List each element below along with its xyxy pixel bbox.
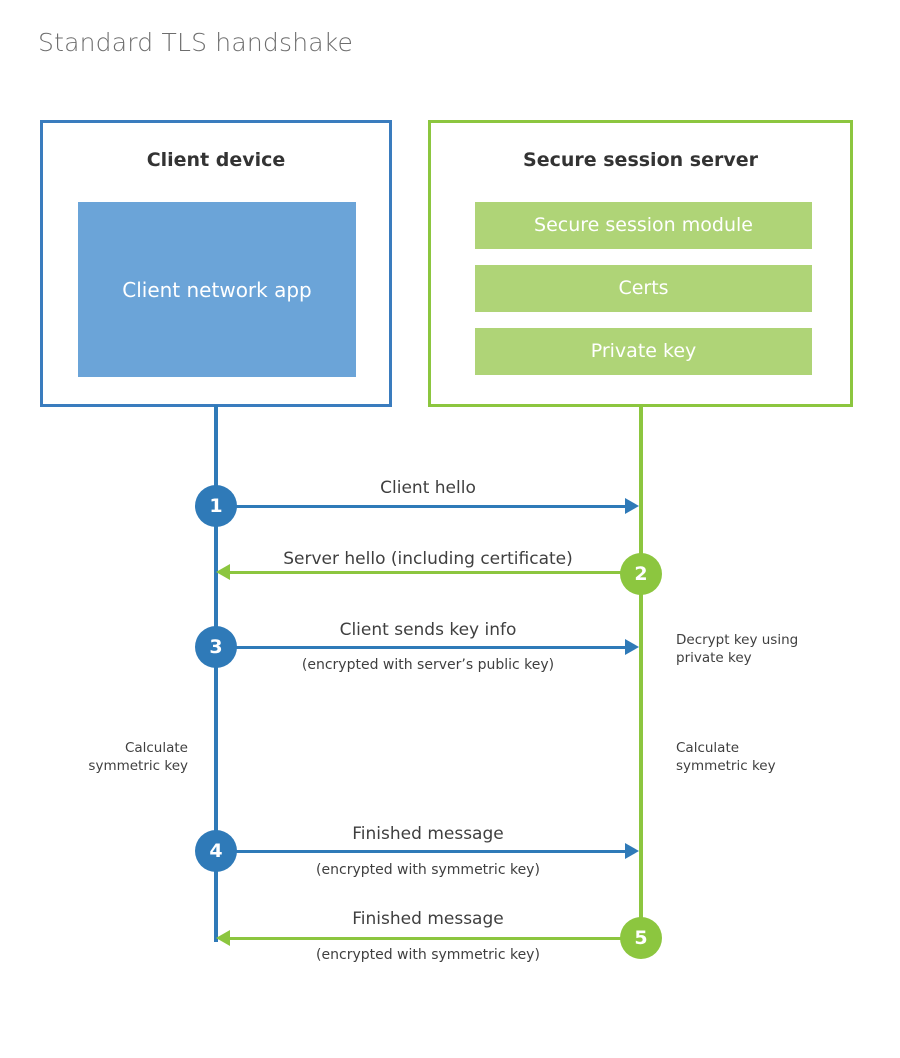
step-5-label: Finished message (352, 909, 504, 929)
step-5-circle[interactable]: 5 (620, 917, 662, 959)
step-1-label: Client hello (380, 478, 476, 498)
server-lifeline (639, 405, 643, 940)
client-calculate-symmetric-key-note: Calculate symmetric key (28, 740, 188, 776)
step-1-arrow-line (216, 505, 625, 508)
step-2-arrow-line (230, 571, 639, 574)
page-title: Standard TLS handshake (38, 28, 354, 57)
step-2-circle[interactable]: 2 (620, 553, 662, 595)
private-key-block: Private key (475, 328, 812, 375)
step-4-label: Finished message (352, 824, 504, 844)
client-lifeline (214, 405, 218, 942)
secure-session-server-title: Secure session server (523, 149, 758, 171)
decrypt-key-note-line-1: Decrypt key using (676, 632, 799, 648)
step-2-arrow-head (216, 564, 230, 580)
step-5-sublabel: (encrypted with symmetric key) (316, 947, 540, 963)
step-1-arrow-head (625, 498, 639, 514)
step-1-circle[interactable]: 1 (195, 485, 237, 527)
step-2-label: Server hello (including certificate) (283, 549, 573, 569)
client-device-box: Client device Client network app (40, 120, 392, 407)
step-4-arrow-line (216, 850, 625, 853)
decrypt-key-note-line-2: private key (676, 649, 752, 666)
step-5-arrow-head (216, 930, 230, 946)
client-calculate-symmetric-key-line-1: Calculate (124, 740, 188, 756)
step-3-arrow-line (216, 646, 625, 649)
step-3-circle[interactable]: 3 (195, 626, 237, 668)
step-3-sublabel: (encrypted with server’s public key) (301, 657, 555, 673)
secure-session-module-block: Secure session module (475, 202, 812, 249)
certs-block: Certs (475, 265, 812, 312)
client-network-app-block: Client network app (78, 202, 356, 377)
step-3-label: Client sends key info (339, 620, 517, 640)
secure-session-server-box: Secure session server Secure session mod… (428, 120, 853, 407)
server-calculate-symmetric-key-line-1: Calculate (676, 740, 740, 756)
step-3-arrow-head (625, 639, 639, 655)
step-4-sublabel: (encrypted with symmetric key) (316, 862, 540, 878)
step-4-arrow-head (625, 843, 639, 859)
server-calculate-symmetric-key-line-2: symmetric key (676, 757, 776, 774)
client-device-title: Client device (146, 149, 286, 171)
decrypt-key-note: Decrypt key using private key (676, 632, 876, 668)
step-5-arrow-line (230, 937, 639, 940)
server-calculate-symmetric-key-note: Calculate symmetric key (676, 740, 856, 776)
step-4-circle[interactable]: 4 (195, 830, 237, 872)
client-calculate-symmetric-key-line-2: symmetric key (88, 757, 188, 774)
